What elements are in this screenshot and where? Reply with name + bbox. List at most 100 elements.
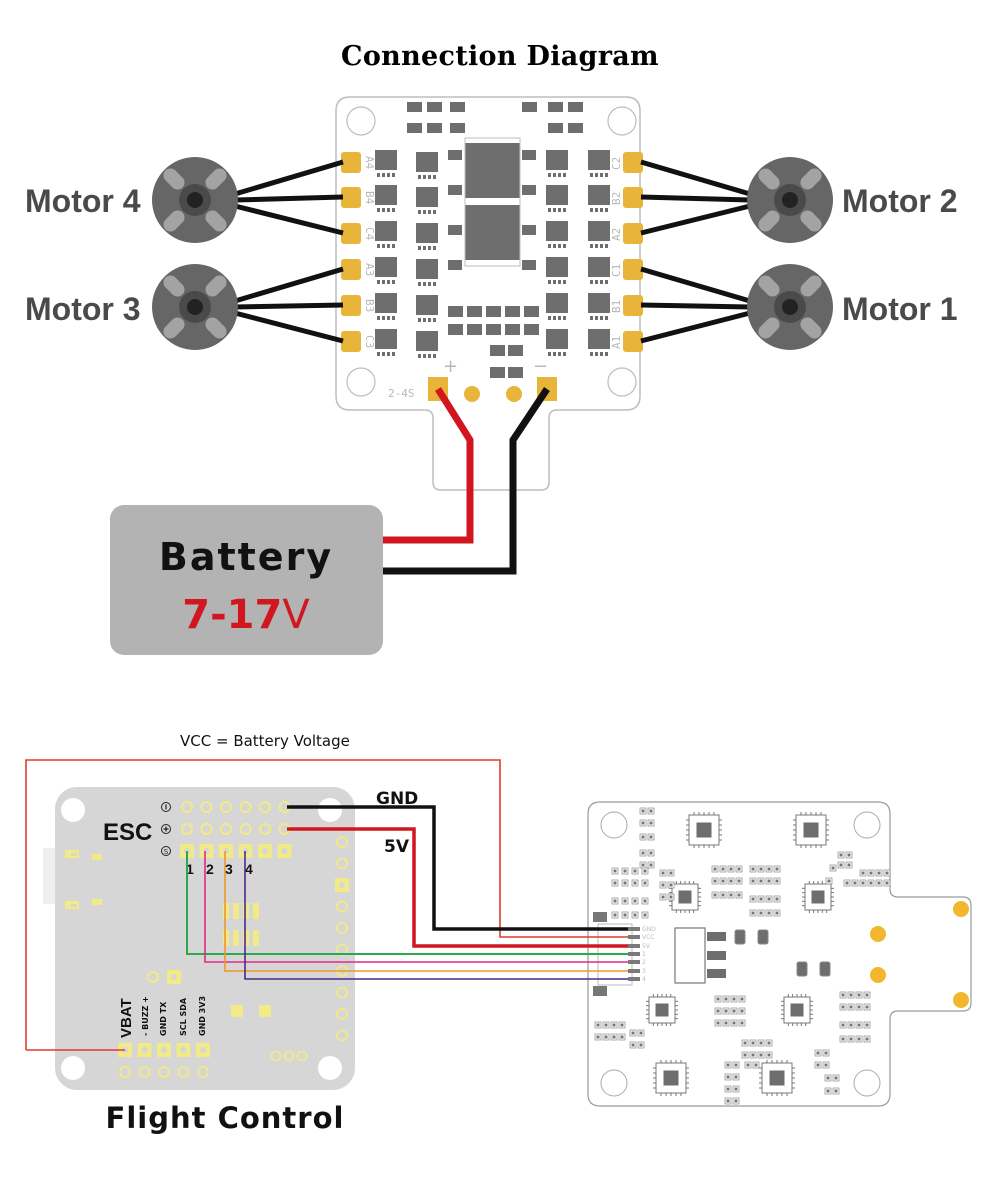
power-pad — [870, 967, 886, 983]
fc-pad — [296, 1050, 308, 1062]
smd-passive-pad — [877, 881, 881, 885]
mosfet-pin — [418, 354, 421, 358]
resistor — [450, 123, 465, 133]
mosfet — [416, 187, 438, 207]
fc-gyro-pad — [243, 903, 249, 919]
capacitor — [522, 225, 536, 235]
mosfet-pin — [423, 318, 426, 322]
mosfet-pin — [553, 316, 556, 320]
motor-4-icon — [152, 157, 238, 243]
fc-pin-label-buzz: - BUZZ + — [141, 996, 150, 1036]
mosfet-pin — [382, 316, 385, 320]
resistor — [508, 345, 523, 356]
mosfet-pin — [392, 352, 395, 356]
mosfet-pin — [377, 208, 380, 212]
connector-pin — [628, 977, 640, 981]
flight-controller: ESC S VBAT - BUZZ + GND — [43, 787, 355, 1090]
mosfet-pin — [418, 175, 421, 179]
mosfet-pin — [590, 244, 593, 248]
pad-label-left: A3 — [363, 263, 376, 276]
mosfet-pin — [433, 175, 436, 179]
mosfet-pin — [428, 282, 431, 286]
smd-passive-pad — [620, 1035, 624, 1039]
mosfet-pin — [548, 208, 551, 212]
smd-passive-pad — [729, 879, 733, 883]
smd-passive-pad — [726, 1063, 730, 1067]
motor-wire — [234, 302, 344, 310]
mosfet-pin — [382, 244, 385, 248]
fc-pin-label-gnd-tx: GND TX — [159, 1001, 168, 1036]
signal-3-wire — [224, 851, 628, 972]
fc-mount-hole — [318, 1056, 342, 1080]
smd-passive-pad — [716, 1021, 720, 1025]
mount-hole — [346, 367, 376, 397]
smd-passive-pad — [826, 1089, 830, 1093]
smd-passive-pad — [746, 1063, 750, 1067]
capacitor — [448, 260, 462, 270]
motor-2-label: Motor 2 — [842, 183, 958, 219]
smd-passive-pad — [841, 1005, 845, 1009]
mcu-chip — [465, 143, 520, 198]
motor-pad-right — [623, 187, 643, 208]
motor-pad-right — [623, 295, 643, 316]
smd-passive-pad — [623, 913, 627, 917]
capacitor — [448, 150, 462, 160]
mosfet-pin — [392, 208, 395, 212]
pad-label-left: C4 — [363, 227, 376, 241]
resistor — [467, 324, 482, 335]
mosfet-pin — [548, 244, 551, 248]
connector-pin — [628, 969, 640, 973]
signal-circle-icon: S — [161, 846, 171, 856]
mosfet-pin — [600, 244, 603, 248]
smd-passive-pad — [721, 879, 725, 883]
fc-power-pad — [220, 801, 232, 813]
battery-voltage: 7-17V — [182, 592, 310, 638]
smd-passive-pad — [816, 1063, 820, 1067]
mosfet-pin — [382, 173, 385, 177]
resistor — [448, 324, 463, 335]
mosfet — [375, 293, 397, 313]
fc-gyro-pads — [223, 903, 259, 946]
mount-hole — [853, 1069, 881, 1097]
smd-passive-pad — [751, 897, 755, 901]
fc-pad — [231, 1005, 243, 1017]
connector-pin-label: 5V — [642, 943, 651, 950]
qfn-die — [803, 822, 819, 838]
mosfet-pin — [387, 316, 390, 320]
smd-passive-pad — [849, 1023, 853, 1027]
smd-passive-pad — [847, 853, 851, 857]
silk-plus: + — [443, 356, 458, 377]
mosfet — [588, 221, 610, 241]
mosfet-pin — [553, 173, 556, 177]
mosfet-pin — [600, 208, 603, 212]
mosfet-pin — [553, 280, 556, 284]
mosfet-pin — [595, 208, 598, 212]
motor-slot — [800, 317, 822, 339]
mosfet-pin — [428, 210, 431, 214]
smd-passive-pad — [633, 913, 637, 917]
smd-passive-pad — [857, 993, 861, 997]
motor-pad-right — [623, 259, 643, 280]
qfn-die — [663, 1070, 679, 1086]
smd-passive-pad — [849, 1037, 853, 1041]
pad-label-left: A4 — [363, 156, 376, 170]
smd-passive-pad — [834, 1076, 838, 1080]
mosfet-pin — [428, 354, 431, 358]
pad-hole — [339, 882, 345, 888]
smd-passive-pad — [604, 1035, 608, 1039]
fc-smd-pad — [92, 854, 102, 860]
smd-passive-pad — [633, 881, 637, 885]
smd-passive-pad — [620, 1023, 624, 1027]
connector-pin — [628, 960, 640, 964]
mosfet — [375, 329, 397, 349]
via-pad — [464, 386, 480, 402]
motor-wire — [234, 203, 344, 236]
smd-passive-pad — [613, 869, 617, 873]
motor-pad-left — [341, 259, 361, 280]
smd-passive-pad — [767, 911, 771, 915]
mosfet-pin — [377, 173, 380, 177]
motor-pad-left — [341, 152, 361, 173]
signal-number-4: 4 — [245, 861, 253, 877]
mosfet — [546, 221, 568, 241]
smd-passive-pad — [857, 1037, 861, 1041]
